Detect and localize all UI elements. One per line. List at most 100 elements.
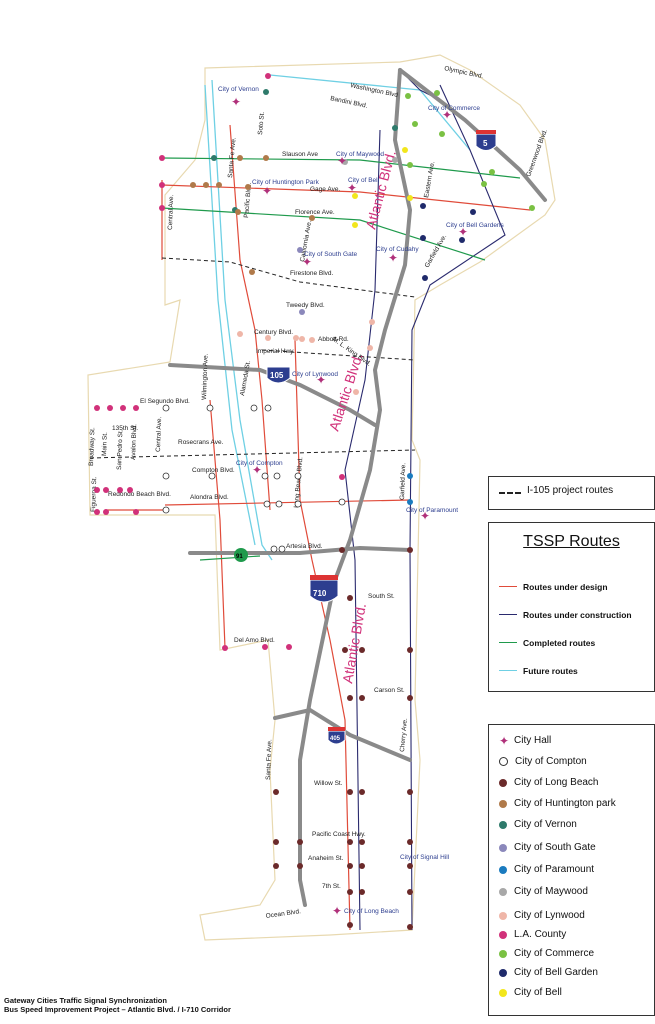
tssp-row-future: Future routes <box>499 665 578 677</box>
legend-item-paramount: City of Paramount <box>499 864 594 880</box>
svg-text:✦: ✦ <box>231 95 241 109</box>
street-compton: Compton Blvd. <box>192 467 235 474</box>
circle-marker-icon <box>499 949 507 958</box>
shield-i710: 710 <box>309 575 339 603</box>
circle-marker-icon <box>499 988 507 997</box>
shield-i105: 105 <box>266 366 291 384</box>
tssp-row-label: Future routes <box>523 665 578 676</box>
city-label-south-gate: City of South Gate <box>304 251 357 258</box>
legend-item-city-hall: ✦ City Hall <box>499 735 551 751</box>
legend-item-lynwood: City of Lynwood <box>499 910 585 926</box>
circle-marker-icon <box>499 968 507 977</box>
svg-text:✦: ✦ <box>388 251 398 265</box>
line-swatch <box>499 670 517 672</box>
shield-sr91: 91 <box>234 548 248 562</box>
legend-item-label: City of Commerce <box>514 948 595 959</box>
city-label-cudahy: City of Cudahy <box>376 246 419 253</box>
city-label-signal-hill: City of Signal Hill <box>400 854 450 861</box>
circle-marker-icon <box>499 887 507 896</box>
legend-item-label: City of Lynwood <box>514 910 585 921</box>
line-swatch <box>499 642 517 644</box>
street-garfield: Garfield Ave. <box>399 463 407 501</box>
circle-marker-icon <box>499 820 507 829</box>
line-swatch <box>499 586 517 588</box>
circle-marker-icon <box>499 799 507 808</box>
city-label-commerce: City of Commerce <box>428 105 480 112</box>
atlantic-label-3: Atlantic Blvd. <box>339 602 369 684</box>
street-central: Central Ave. <box>167 194 175 230</box>
i105-legend-label: I-105 project routes <box>527 485 614 496</box>
svg-text:✦: ✦ <box>252 463 262 477</box>
circle-marker-icon <box>499 911 507 920</box>
legend-item-label: L.A. County <box>514 929 567 940</box>
street-santa-fe-2: Santa Fe Ave. <box>265 739 273 780</box>
line-swatch <box>499 614 517 616</box>
street-florence: Florence Ave. <box>295 209 335 216</box>
city-label-long-beach: City of Long Beach <box>344 908 399 915</box>
street-soto: Soto St. <box>257 111 266 135</box>
city-hall-icon: ✦ <box>499 733 510 748</box>
svg-text:✦: ✦ <box>442 108 452 122</box>
street-anaheim: Anaheim St. <box>308 855 344 862</box>
legend-item-long-beach: City of Long Beach <box>499 777 599 793</box>
legend-item-bell-garden: City of Bell Garden <box>499 967 598 983</box>
city-label-maywood: City of Maywood <box>336 151 384 158</box>
street-santa-fe: Santa Fe Ave. <box>227 137 238 178</box>
i105-legend-box: I-105 project routes <box>488 476 655 510</box>
legend-item-huntington: City of Huntington park <box>499 798 616 814</box>
city-label-paramount: City of Paramount <box>406 507 458 514</box>
circle-marker-icon <box>499 930 507 939</box>
marker-legend: ✦City Hall City of Compton City of Long … <box>488 724 655 1016</box>
legend-item-maywood: City of Maywood <box>499 886 588 902</box>
street-135th: 135th St. <box>112 425 138 432</box>
city-label-vernon: City of Vernon <box>218 86 259 93</box>
footer-caption: Gateway Cities Traffic Signal Synchroniz… <box>4 996 231 1014</box>
city-label-compton: City of Compton <box>236 460 283 467</box>
street-gage: Gage Ave. <box>310 186 340 193</box>
street-figueroa: Figueroa St. <box>90 476 98 512</box>
svg-text:✦: ✦ <box>458 225 468 239</box>
street-eastern: Eastern Ave. <box>423 161 436 199</box>
tssp-row-construction: Routes under construction <box>499 609 632 621</box>
completed-routes <box>161 157 521 561</box>
street-garfield-2: Garfield Ave. <box>424 233 449 269</box>
legend-item-label: City of Bell Garden <box>514 967 598 978</box>
svg-text:405: 405 <box>330 736 341 742</box>
tssp-row-label: Routes under design <box>523 581 608 592</box>
svg-text:✦: ✦ <box>262 184 272 198</box>
legend-item-label: City of Maywood <box>514 886 588 897</box>
street-slauson: Slauson Ave <box>282 151 318 158</box>
street-imperial: Imperial Hwy. <box>256 348 295 355</box>
legend-item-label: City of Long Beach <box>514 777 599 788</box>
street-washington: Washington Blvd <box>350 82 399 99</box>
legend-item-label: City of South Gate <box>514 842 596 853</box>
street-tweedy: Tweedy Blvd. <box>286 302 325 309</box>
street-wilmington: Wilmington Ave. <box>201 353 210 400</box>
footer-line-1: Gateway Cities Traffic Signal Synchroniz… <box>4 996 167 1005</box>
legend-item-south-gate: City of South Gate <box>499 842 596 858</box>
svg-text:✦: ✦ <box>347 181 357 195</box>
street-del-amo: Del Amo Blvd. <box>234 637 275 644</box>
footer-line-2: Bus Speed Improvement Project – Atlantic… <box>4 1005 231 1014</box>
legend-item-label: City Hall <box>514 735 552 746</box>
street-san-pedro: San Pedro St. <box>116 429 124 470</box>
street-willow: Willow St. <box>314 780 343 787</box>
tssp-row-completed: Completed routes <box>499 637 595 649</box>
street-redondo: Redondo Beach Blvd. <box>108 491 171 498</box>
street-abbott: Abbott Rd. <box>318 336 349 343</box>
city-label-lynwood: City of Lynwood <box>292 371 338 378</box>
street-el-segundo: El Segundo Blvd. <box>140 398 190 405</box>
svg-text:105: 105 <box>270 371 284 380</box>
routes-under-design <box>105 124 531 931</box>
city-label-huntington: City of Huntington Park <box>252 179 320 186</box>
street-greenwood: Greenwood Blvd. <box>525 128 549 177</box>
dashed-line-swatch <box>499 492 521 494</box>
signal-markers: ✦✦✦✦ ✦✦✦✦ ✦✦✦✦ <box>94 73 535 930</box>
street-pacific: Pacific Blvd. <box>243 182 253 218</box>
circle-marker-icon <box>499 757 508 766</box>
street-alondra: Alondra Blvd. <box>190 494 229 501</box>
tssp-row-design: Routes under design <box>499 581 608 593</box>
street-long-beach: Long Beach Blvd. <box>293 457 304 509</box>
street-7th: 7th St. <box>322 883 341 890</box>
